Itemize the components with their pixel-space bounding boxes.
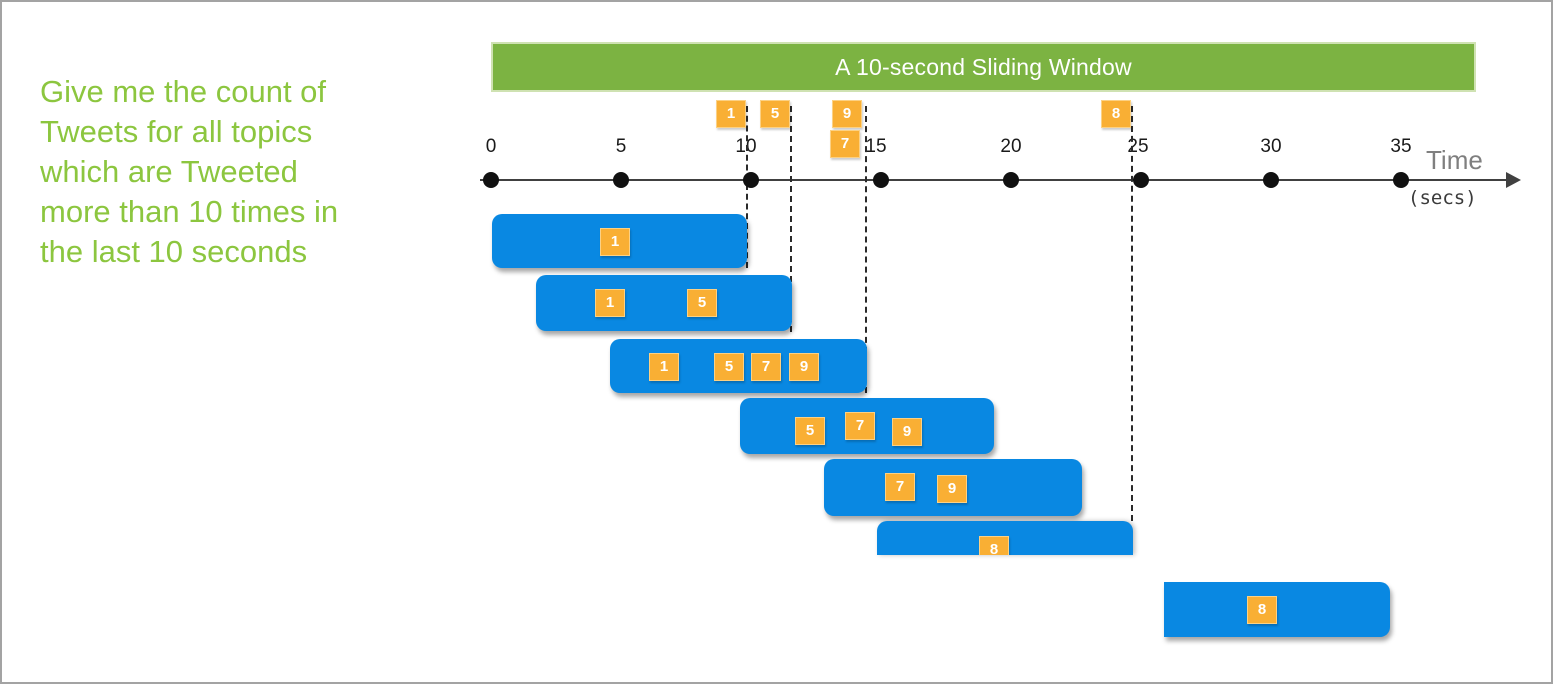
axis-tick-label: 0 <box>485 136 497 157</box>
axis-tick-label: 35 <box>1390 136 1412 157</box>
axis-dot <box>1263 172 1279 188</box>
axis-dot <box>1393 172 1409 188</box>
incoming-event-marker: 1 <box>716 100 746 128</box>
time-axis-label: Time <box>1426 145 1483 175</box>
axis-tick-label: 30 <box>1260 136 1282 157</box>
axis-dot <box>743 172 759 188</box>
query-description: Give me the count of Tweets for all topi… <box>40 74 339 269</box>
axis-dot <box>1003 172 1019 188</box>
event-chip: 9 <box>892 418 922 446</box>
sliding-window-1: 1 <box>492 214 747 268</box>
incoming-event-marker: 5 <box>760 100 790 128</box>
axis-dot <box>1133 172 1149 188</box>
axis-dot <box>613 172 629 188</box>
sliding-window-3: 1 5 7 9 <box>610 339 867 393</box>
event-chip: 7 <box>751 353 781 381</box>
event-chip: 5 <box>795 417 825 445</box>
event-chip: 8 <box>979 536 1009 555</box>
event-chip: 1 <box>649 353 679 381</box>
time-axis-unit: (secs) <box>1408 187 1477 209</box>
time-axis-arrowhead-icon <box>1506 172 1521 188</box>
event-chip: 5 <box>714 353 744 381</box>
event-chip: 9 <box>789 353 819 381</box>
sliding-window-2: 1 5 <box>536 275 792 331</box>
axis-tick-label: 15 <box>865 136 887 157</box>
sliding-window-6: 8 <box>877 521 1133 555</box>
incoming-event-marker: 8 <box>1101 100 1131 128</box>
event-chip: 8 <box>1247 596 1277 624</box>
event-chip: 7 <box>845 412 875 440</box>
axis-tick-label: 5 <box>615 136 627 157</box>
sliding-window-5: 7 9 <box>824 459 1082 516</box>
event-chip: 7 <box>885 473 915 501</box>
time-axis-line <box>480 179 1508 181</box>
event-chip: 9 <box>937 475 967 503</box>
banner-label: A 10-second Sliding Window <box>835 53 1132 80</box>
incoming-event-marker: 7 <box>830 130 860 158</box>
axis-dot <box>483 172 499 188</box>
window-boundary-dashed-line <box>1131 106 1133 521</box>
sliding-window-7: 8 <box>1164 582 1390 637</box>
axis-dot <box>873 172 889 188</box>
event-chip: 1 <box>595 289 625 317</box>
window-boundary-dashed-line <box>865 106 867 393</box>
sliding-window-4: 5 7 9 <box>740 398 994 454</box>
axis-tick-label: 20 <box>1000 136 1022 157</box>
event-chip: 5 <box>687 289 717 317</box>
window-boundary-dashed-line <box>790 106 792 332</box>
event-chip: 1 <box>600 228 630 256</box>
sliding-window-banner: A 10-second Sliding Window <box>491 42 1476 92</box>
incoming-event-marker: 9 <box>832 100 862 128</box>
